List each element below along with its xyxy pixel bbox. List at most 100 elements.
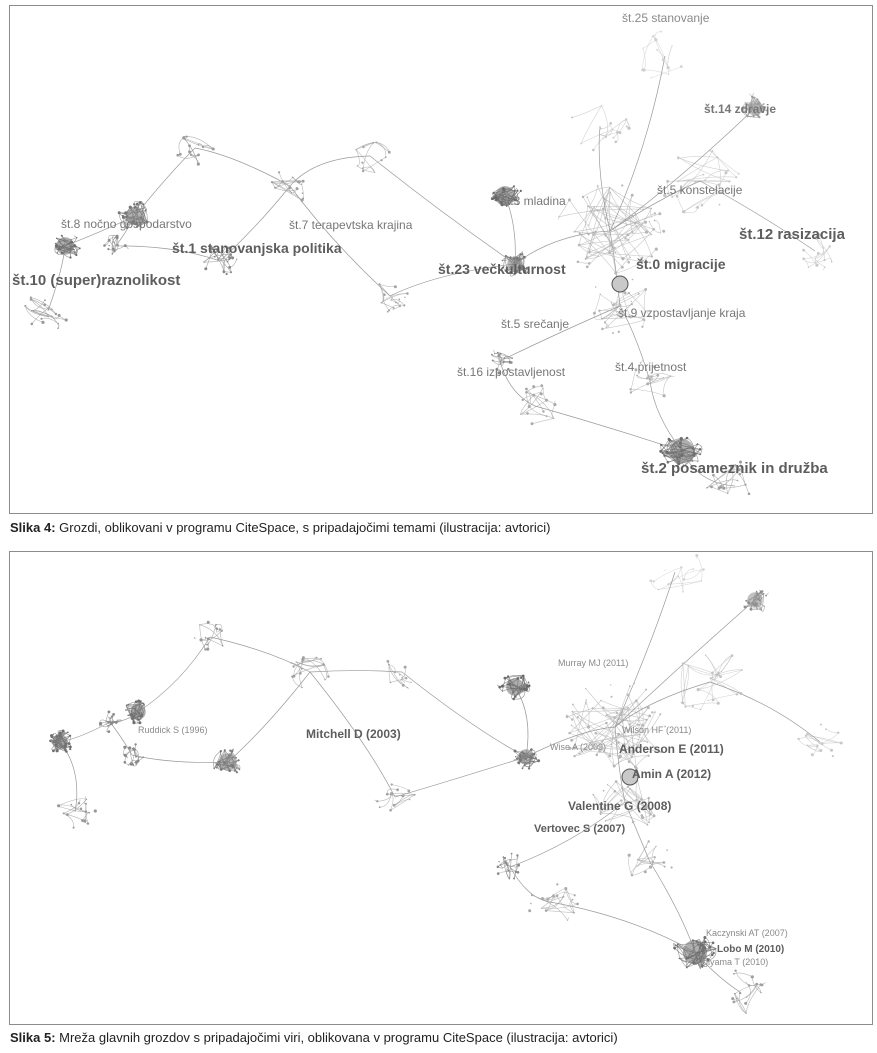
network-node <box>648 821 650 824</box>
network-node <box>716 701 720 705</box>
network-node <box>643 870 647 874</box>
network-edge <box>574 741 603 757</box>
network-edge <box>619 305 651 382</box>
network-node <box>699 453 701 456</box>
network-node <box>125 226 129 229</box>
network-node <box>630 874 634 877</box>
network-node <box>573 894 576 897</box>
network-node <box>585 265 589 269</box>
network-node <box>636 374 638 377</box>
network-node <box>518 758 522 762</box>
network-node <box>691 447 695 450</box>
network-node <box>596 209 599 212</box>
network-node <box>517 203 520 205</box>
network-edge <box>609 107 756 232</box>
network-node <box>744 1001 748 1005</box>
network-node <box>410 681 412 683</box>
network-node <box>737 468 741 472</box>
network-node <box>515 270 518 273</box>
network-node <box>614 780 618 783</box>
network-edge <box>625 238 643 261</box>
network-edge <box>712 669 743 678</box>
network-node <box>630 193 634 197</box>
network-node <box>759 109 762 112</box>
network-node <box>728 180 731 183</box>
network-node <box>513 273 516 276</box>
network-node <box>231 256 235 260</box>
cluster-label-14: št.14 zdravje <box>704 102 776 116</box>
network-node <box>86 822 90 825</box>
network-edge <box>531 418 554 424</box>
network-edge <box>572 711 619 735</box>
reference-label-valentine: Valentine G (2008) <box>568 799 671 813</box>
network-node <box>520 267 523 271</box>
cluster-label-10: št.10 (super)raznolikost <box>12 272 180 289</box>
network-node <box>509 859 512 861</box>
network-edge <box>613 119 627 139</box>
network-node <box>499 864 502 866</box>
network-edge <box>136 224 140 227</box>
network-edge <box>643 69 669 75</box>
network-edge <box>636 700 640 725</box>
network-node <box>734 464 737 466</box>
network-node <box>696 688 700 692</box>
network-edge <box>390 296 394 301</box>
network-node <box>545 398 548 402</box>
network-edge <box>749 93 753 97</box>
network-edge <box>615 248 657 274</box>
network-node <box>523 269 527 273</box>
network-node <box>620 799 623 802</box>
network-edge <box>556 895 575 914</box>
network-node <box>540 384 544 388</box>
network-edge <box>649 221 661 234</box>
network-node <box>389 681 392 684</box>
network-node <box>664 725 666 728</box>
network-node <box>716 156 719 159</box>
network-node <box>629 388 632 391</box>
network-edge <box>709 150 740 175</box>
network-node <box>629 315 632 318</box>
network-node <box>301 660 304 663</box>
network-edge <box>745 981 750 986</box>
network-node <box>81 819 84 822</box>
network-node <box>621 710 624 713</box>
network-node <box>754 602 758 606</box>
network-node <box>823 259 826 262</box>
network-node <box>501 259 504 262</box>
network-node <box>592 793 594 796</box>
network-node <box>635 225 638 228</box>
network-node <box>757 102 760 105</box>
network-node <box>677 462 681 466</box>
network-node <box>112 720 115 724</box>
network-node <box>392 803 396 807</box>
network-node <box>684 705 687 708</box>
network-edge <box>658 567 682 590</box>
network-node <box>521 264 525 268</box>
network-node <box>625 223 628 226</box>
network-edge <box>803 258 809 268</box>
network-node <box>629 256 631 259</box>
network-edge <box>295 661 324 667</box>
network-node <box>830 261 833 263</box>
network-node <box>828 245 831 248</box>
network-node <box>281 180 284 183</box>
network-edge <box>599 733 619 752</box>
network-edge <box>569 899 575 913</box>
network-node <box>107 238 111 242</box>
network-node <box>646 823 649 826</box>
network-edge <box>184 139 199 165</box>
network-node <box>139 225 142 227</box>
network-node <box>72 826 75 829</box>
network-node <box>527 684 531 688</box>
network-node <box>636 805 640 809</box>
reference-label-lobo: Lobo M (2010) <box>717 944 784 955</box>
network-edge <box>701 172 727 206</box>
network-node <box>568 731 571 735</box>
network-node <box>711 698 715 702</box>
network-edge <box>499 360 536 407</box>
network-edge <box>601 105 608 138</box>
network-node <box>70 803 72 806</box>
network-edge <box>31 310 52 317</box>
network-node <box>662 394 666 398</box>
network-edge <box>668 580 702 585</box>
